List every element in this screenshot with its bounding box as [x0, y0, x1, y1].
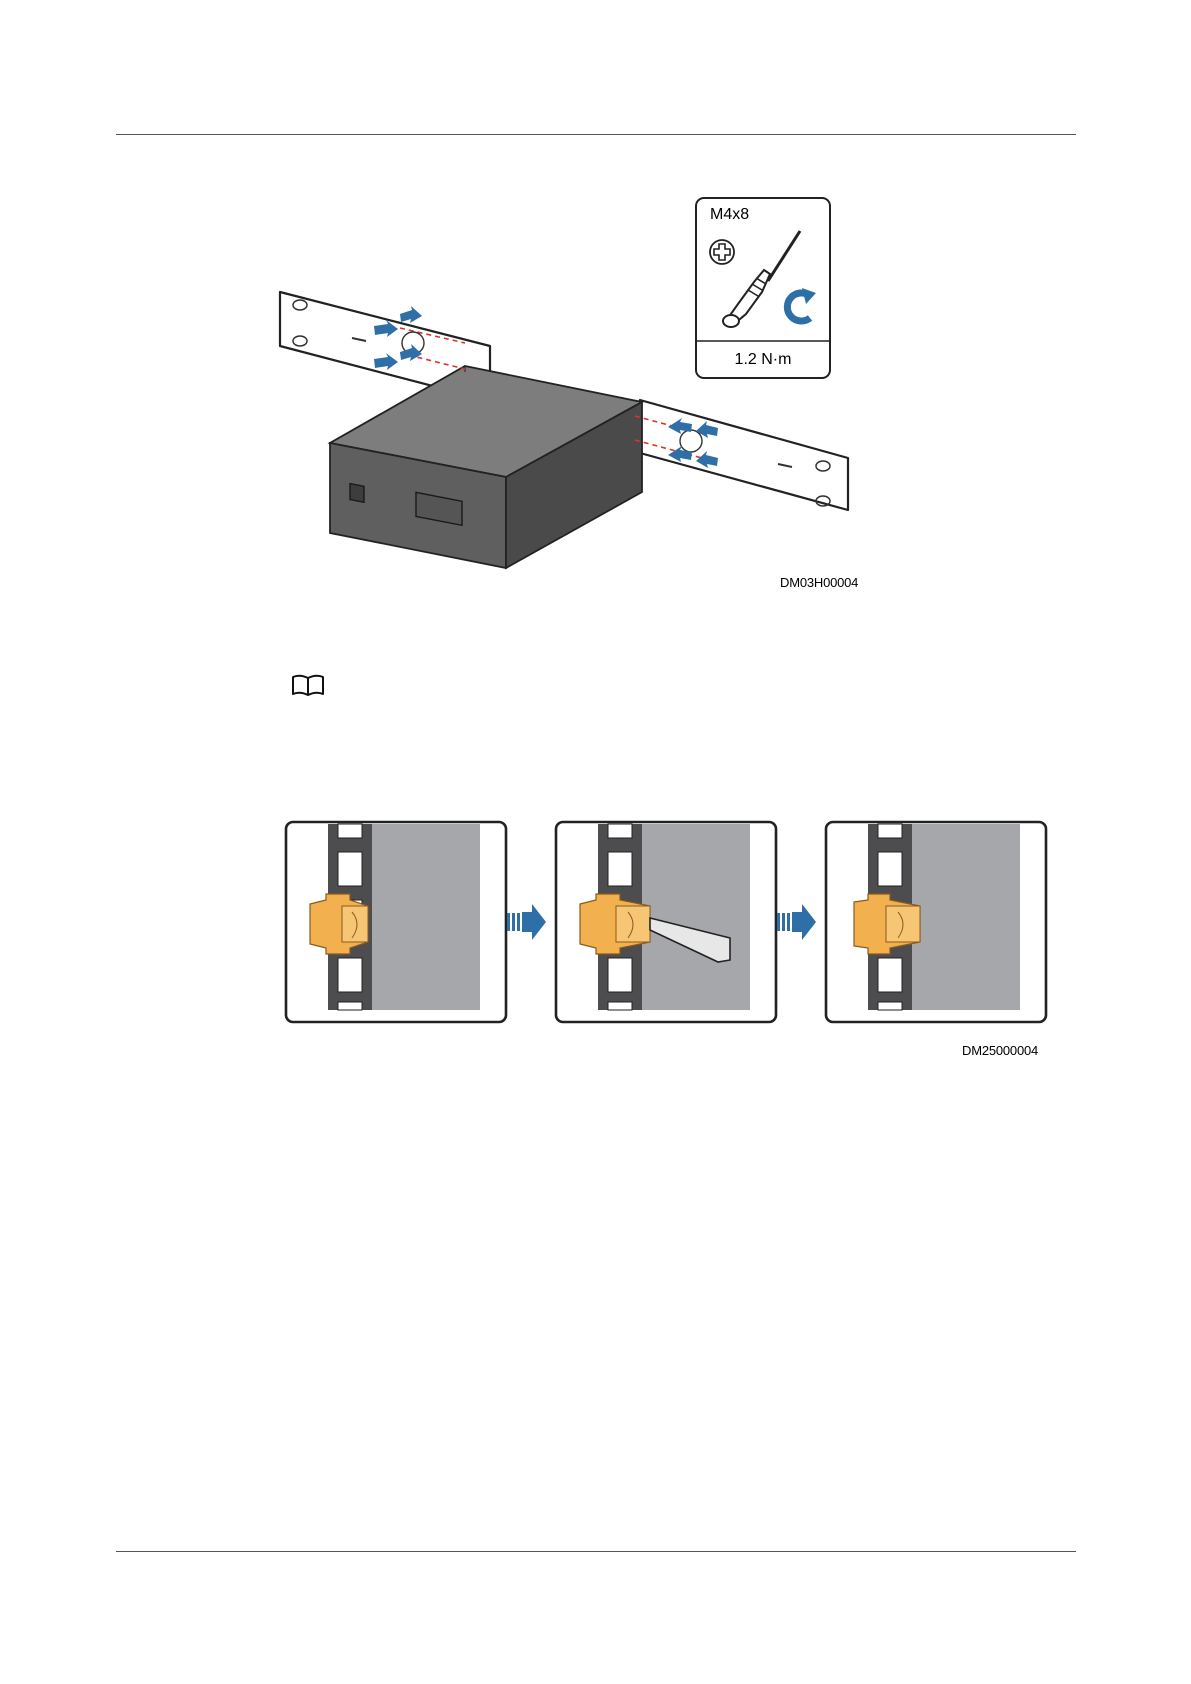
footer-rule	[116, 1551, 1076, 1552]
header-rule	[116, 134, 1076, 135]
screw-spec-callout: M4x8 1.2 N·m	[696, 198, 830, 378]
floating-nut-step-3	[826, 822, 1046, 1022]
screw-spec-label: M4x8	[710, 206, 749, 223]
book-icon	[291, 674, 325, 698]
device-chassis	[330, 366, 642, 568]
step-arrow-2	[777, 904, 816, 940]
step-arrow-1	[507, 904, 546, 940]
figure-1-id: DM03H00004	[780, 575, 858, 590]
floating-nut-step-2	[556, 822, 776, 1022]
rj45-port	[350, 484, 364, 503]
floating-nut-figure	[280, 820, 1070, 1065]
right-mounting-ear	[622, 398, 848, 510]
floating-nut	[310, 894, 368, 954]
torque-label: 1.2 N·m	[735, 351, 792, 368]
mounting-ear-figure: M4x8 1.2 N·m	[270, 196, 870, 596]
figure-2-id: DM25000004	[962, 1043, 1038, 1058]
floating-nut-step-1	[286, 822, 506, 1022]
